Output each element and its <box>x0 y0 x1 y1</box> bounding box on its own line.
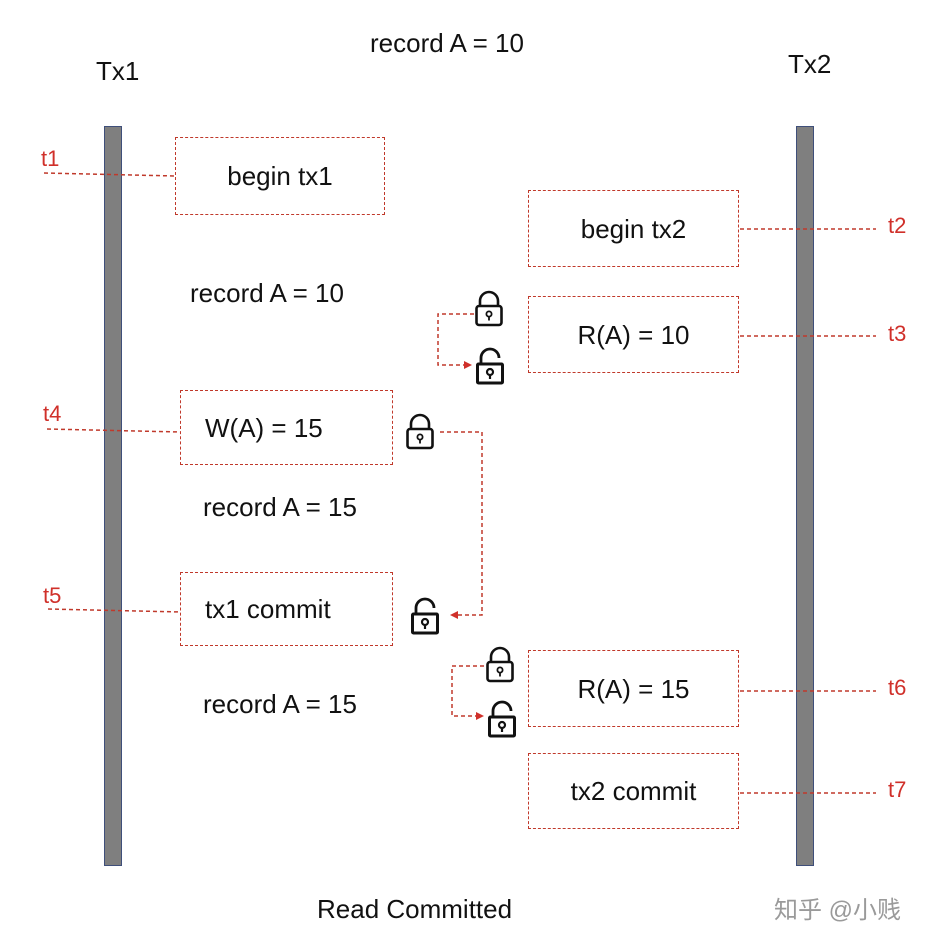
record-note-2: record A = 15 <box>203 492 357 522</box>
watermark: 知乎 @小贱 <box>774 897 902 924</box>
time-label-t3: t3 <box>888 321 907 346</box>
padlock-locked-icon <box>486 646 514 683</box>
tx2-commit-label: tx2 commit <box>570 776 697 806</box>
time-label-t4: t4 <box>43 401 62 426</box>
begin-tx1-label: begin tx1 <box>227 161 333 191</box>
lock-transition-arrow-2 <box>451 665 484 720</box>
lock-release-arrow <box>440 431 483 619</box>
time-label-t6: t6 <box>888 675 907 700</box>
write-a-label: W(A) = 15 <box>205 412 323 443</box>
time-label-t7: t7 <box>888 777 907 802</box>
padlock-locked-icon <box>475 290 503 327</box>
read-a-first-box: R(A) = 10 <box>528 296 739 373</box>
diagram-footer: Read Committed <box>317 894 513 924</box>
tx2-label: Tx2 <box>788 49 832 79</box>
tx2-commit-box: tx2 commit <box>528 753 739 829</box>
begin-tx1-box: begin tx1 <box>175 137 385 215</box>
tx2-timeline <box>796 126 814 866</box>
record-note-1: record A = 10 <box>190 278 344 308</box>
tx1-commit-box: tx1 commit <box>180 572 393 646</box>
begin-tx2-label: begin tx2 <box>580 213 687 244</box>
write-a-box: W(A) = 15 <box>180 390 393 465</box>
padlock-unlocked-icon <box>488 700 516 738</box>
tx1-timeline <box>104 126 122 866</box>
padlock-unlocked-icon <box>476 347 504 385</box>
diagram-header: record A = 10 <box>370 28 524 58</box>
padlock-locked-icon <box>406 413 434 450</box>
tx1-commit-label: tx1 commit <box>205 594 331 624</box>
read-a-first-label: R(A) = 10 <box>577 319 690 350</box>
time-label-t2: t2 <box>888 213 907 238</box>
padlock-unlocked-icon <box>411 597 439 635</box>
begin-tx2-box: begin tx2 <box>528 190 739 267</box>
time-label-t5: t5 <box>43 583 62 608</box>
time-label-t1: t1 <box>41 146 60 171</box>
read-a-second-label: R(A) = 15 <box>577 673 690 704</box>
tx1-label: Tx1 <box>96 56 140 86</box>
record-note-3: record A = 15 <box>203 689 357 719</box>
lock-transition-arrow-1 <box>437 313 474 369</box>
read-a-second-box: R(A) = 15 <box>528 650 739 727</box>
